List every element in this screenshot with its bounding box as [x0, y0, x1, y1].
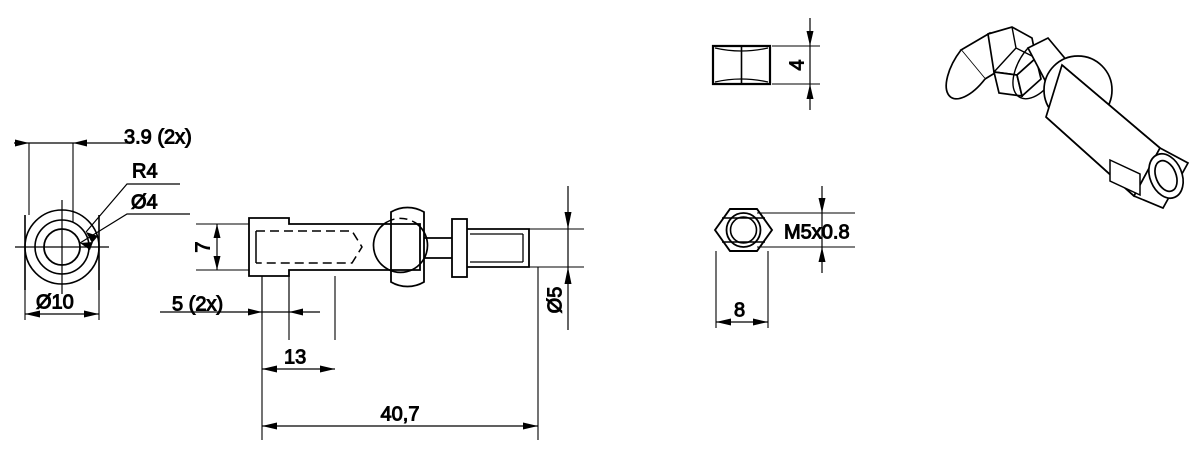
dimension-nut-8-arrow-right [753, 318, 768, 326]
dimension-m5-arrow-bottom [818, 247, 826, 262]
dimension-dia-4-leader [79, 213, 190, 244]
dimension-13-arrow-right [320, 365, 335, 373]
dimension-dia-5-arrow-top [564, 212, 572, 229]
dimension-13-arrow-left [262, 365, 277, 373]
dimension-m5-text: M5x0.8 [784, 221, 850, 243]
ball-hidden-arc [386, 217, 415, 223]
socket-body-outline [248, 217, 421, 277]
stud-collar [451, 218, 468, 278]
stud-neck [424, 237, 452, 259]
dimension-dia-4-text: Ø4 [131, 191, 158, 213]
dimension-40-7-text: 40,7 [381, 403, 420, 425]
dimension-m5: M5x0.8 [757, 186, 855, 273]
dimension-5-2x-text: 5 (2x) [172, 293, 223, 315]
dimension-nut-4-arrow-bottom [806, 84, 814, 99]
dimension-dia-10-arrow-right [84, 310, 99, 318]
dimension-dia-4: Ø4 [79, 191, 190, 250]
nut-front-view [713, 208, 774, 252]
dimension-dia-10-text: Ø10 [36, 291, 74, 313]
hex-nut-chamfer-lines [722, 217, 765, 243]
hex-nut-outline [713, 208, 774, 252]
dimension-7-extension-lines [196, 223, 249, 271]
isometric-view-assembly [945, 26, 1190, 210]
nut-side-outline [711, 44, 772, 86]
iso-socket-slot [1109, 158, 1141, 197]
dimension-nut-4: 4 [772, 18, 820, 110]
dimension-3-9: 3.9 (2x) [14, 126, 192, 222]
dimension-dia-10-extension-lines [24, 290, 100, 320]
dimension-3-9-arrow-left [15, 139, 29, 147]
dimension-nut-4-text: 4 [786, 59, 808, 70]
iso-bore-inner [1154, 159, 1178, 193]
dimension-nut-8: 8 [715, 251, 769, 328]
nut-side-top-chamfer [714, 47, 769, 52]
dimension-r4-text: R4 [132, 160, 158, 182]
dimension-dia-10: Ø10 [24, 290, 100, 320]
hex-nut-thread-inner-circle [729, 216, 758, 244]
dimension-dia-5-extension-lines [529, 228, 584, 268]
dimension-r4-leader [85, 183, 180, 233]
dimension-5-2x-extension-lines [261, 276, 290, 320]
dimension-3-9-arrow-right [73, 139, 87, 147]
dimension-3-9-text: 3.9 (2x) [124, 126, 192, 148]
nut-side-bottom-chamfer [714, 78, 769, 83]
dimension-r4-arrowhead [86, 232, 98, 243]
iso-collar-arc [1012, 47, 1049, 100]
dimension-dia-5: Ø5 [529, 186, 584, 330]
dimension-m5-extension-lines [757, 212, 855, 248]
dimension-r4: R4 [85, 160, 180, 243]
dimension-dia-4-arrowhead [80, 242, 93, 250]
dimension-nut-4-arrow-top [806, 31, 814, 46]
dimension-dia-10-arrow-left [25, 310, 40, 318]
dimension-5-2x: 5 (2x) [160, 276, 320, 320]
iso-hex-nut-edges [993, 26, 1037, 73]
front-view-centerlines [15, 200, 109, 294]
dimension-m5-arrow-top [818, 198, 826, 213]
nut-side-view [711, 44, 772, 86]
dimension-5-2x-arrow-right [289, 308, 303, 316]
side-view-rod-end [248, 206, 530, 288]
iso-hex-nut-side-face [1016, 56, 1042, 98]
hex-nut-thread-outer-circle [725, 212, 762, 248]
dimension-dia-5-text: Ø5 [544, 287, 566, 314]
dimension-7: 7 [192, 223, 249, 271]
thread-minor-diameter [470, 233, 524, 263]
dimension-7-arrow-top [213, 224, 221, 238]
front-view-rod-end [15, 200, 109, 294]
dimension-13: 13 [262, 276, 336, 373]
dimension-13-text: 13 [284, 346, 306, 368]
dimension-nut-8-text: 8 [734, 299, 745, 321]
ball-housing-outline [390, 206, 425, 288]
dimension-nut-8-arrow-left [716, 318, 731, 326]
iso-stud-end-cap [945, 49, 986, 100]
dimension-3-9-extension-lines [28, 143, 74, 222]
thread-major-diameter [467, 228, 530, 268]
dimension-40-7-arrow-right [523, 422, 538, 430]
dimension-nut-8-extension-lines [715, 251, 769, 328]
dimension-7-text: 7 [192, 241, 214, 252]
dimension-40-7: 40,7 [262, 267, 539, 440]
dimension-dia-5-arrow-bottom [564, 267, 572, 284]
dimension-5-2x-arrow-left [248, 308, 262, 316]
socket-bore-hidden-line [256, 230, 363, 264]
dimension-40-7-arrow-left [262, 422, 277, 430]
dimension-7-arrow-bottom [213, 256, 221, 270]
dimension-nut-4-extension-lines [772, 45, 820, 85]
